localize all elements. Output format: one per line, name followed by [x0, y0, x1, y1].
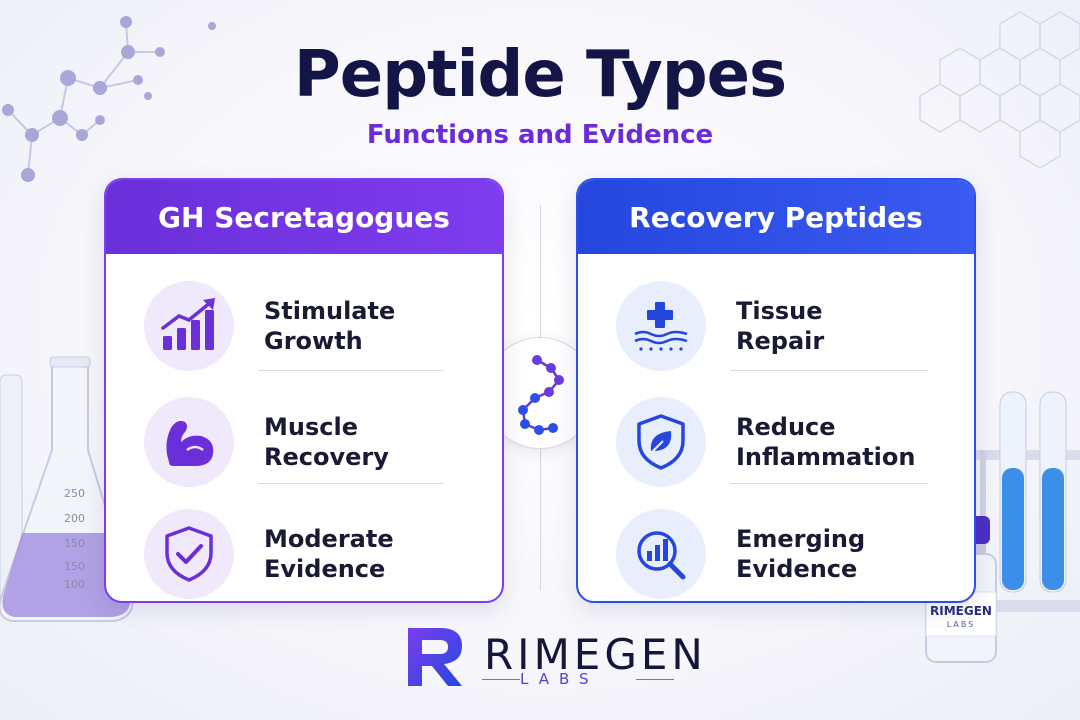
card-item-line1: Muscle: [264, 413, 358, 441]
card-item-reduce-inflammation: Reduce Inflammation: [578, 384, 974, 500]
brand-sub-line-right: [636, 679, 674, 680]
flask-illustration: [0, 356, 134, 622]
page-title: Peptide Types: [293, 38, 787, 112]
card-item-line2: Evidence: [264, 555, 386, 583]
card-item-emerging-evidence: Emerging Evidence: [578, 496, 974, 601]
magnifier-chart-icon: [637, 531, 686, 580]
brand-name: RIMEGEN: [484, 630, 707, 679]
brand-sub-line-left: [482, 679, 520, 680]
vial-label-name: RIMEGEN: [930, 604, 992, 618]
flask-mark-150: 150: [64, 537, 85, 550]
gh-secretagogues-card: GH Secretagogues Stimulate Growth: [104, 178, 504, 603]
card-divider: [730, 370, 928, 371]
card-divider: [258, 370, 444, 371]
recovery-peptides-card-title: Recovery Peptides: [578, 180, 974, 254]
card-item-line2: Evidence: [736, 555, 858, 583]
card-item-line2: Growth: [264, 327, 363, 355]
card-item-line1: Stimulate: [264, 297, 396, 325]
flask-mark-200: 200: [64, 512, 85, 525]
flask-mark-250: 250: [64, 487, 85, 500]
card-item-moderate-evidence: Moderate Evidence: [106, 496, 502, 601]
peptide-chain-icon: [518, 355, 564, 435]
flask-mark-100: 100: [64, 578, 85, 591]
card-item-line1: Emerging: [736, 525, 866, 553]
card-divider: [730, 483, 928, 484]
growth-chart-icon: [161, 298, 215, 350]
flask-mark-150b: 150: [64, 560, 85, 573]
card-divider: [258, 483, 444, 484]
vial-label-sub: LABS: [946, 620, 976, 629]
page-subtitle: Functions and Evidence: [366, 120, 714, 150]
rimegen-logo-mark: [408, 628, 462, 686]
recovery-peptides-card: Recovery Peptides Tissue Repair: [576, 178, 976, 603]
card-item-line2: Repair: [736, 327, 825, 355]
shield-check-icon: [165, 526, 213, 582]
brand-sub: LABS: [520, 670, 599, 688]
card-item-muscle-recovery: Muscle Recovery: [106, 384, 502, 500]
tissue-repair-icon: [634, 302, 688, 351]
gh-secretagogues-card-title: GH Secretagogues: [106, 180, 502, 254]
card-item-line1: Reduce: [736, 413, 836, 441]
card-item-line1: Tissue: [736, 297, 823, 325]
card-item-line1: Moderate: [264, 525, 394, 553]
card-item-line2: Inflammation: [736, 443, 916, 471]
shield-leaf-icon: [637, 414, 685, 470]
molecule-decoration-left: [2, 16, 216, 182]
flexed-arm-icon: [166, 420, 214, 466]
card-item-line2: Recovery: [264, 443, 389, 471]
card-item-stimulate-growth: Stimulate Growth: [106, 268, 502, 384]
card-item-tissue-repair: Tissue Repair: [578, 268, 974, 384]
hexagon-grid-decoration: [919, 11, 1080, 169]
test-tubes-illustration: [976, 391, 1080, 612]
